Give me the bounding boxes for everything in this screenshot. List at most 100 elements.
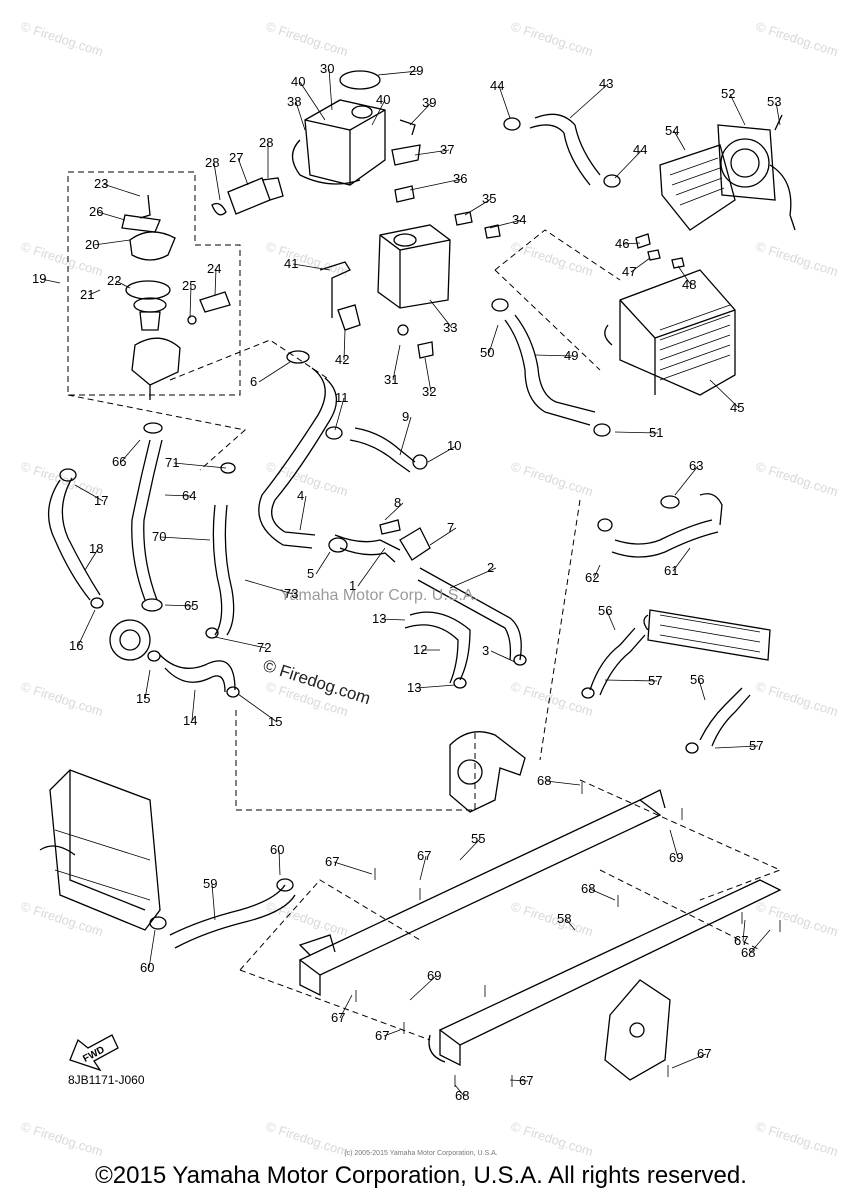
callout-51: 51 xyxy=(649,425,663,440)
callout-leader xyxy=(334,397,345,431)
callout-leader xyxy=(698,679,706,701)
callout-leader xyxy=(315,551,331,575)
callout-leader xyxy=(742,919,746,942)
callout-55: 55 xyxy=(471,831,485,846)
watermark-tile: © Firedog.com xyxy=(264,19,350,60)
callout-47: 47 xyxy=(622,264,636,279)
callout-leader xyxy=(409,178,463,191)
callout-2: 2 xyxy=(487,560,494,575)
watermark-tile: © Firedog.com xyxy=(264,239,350,280)
callout-leader xyxy=(77,609,96,647)
callout-1: 1 xyxy=(349,578,356,593)
callout-leader xyxy=(429,299,453,329)
callout-46: 46 xyxy=(615,236,629,251)
callout-leader xyxy=(164,604,194,607)
callout-leader xyxy=(490,650,516,663)
callout-leader xyxy=(292,263,331,271)
callout-57: 57 xyxy=(749,738,763,753)
callout-58: 58 xyxy=(557,911,571,926)
callout-57: 57 xyxy=(648,673,662,688)
callout-leader xyxy=(565,918,576,931)
callout-leader xyxy=(672,547,691,572)
callout-leader xyxy=(214,636,267,649)
water-pump-housing xyxy=(379,519,526,813)
secondary-cooler xyxy=(643,493,771,661)
callout-11: 11 xyxy=(335,390,349,405)
callout-56: 56 xyxy=(598,603,612,618)
callout-leader xyxy=(120,439,141,463)
callout-30: 30 xyxy=(320,61,334,76)
callout-67: 67 xyxy=(331,1010,345,1025)
callout-leader xyxy=(399,416,412,456)
callout-41: 41 xyxy=(284,256,298,271)
callout-18: 18 xyxy=(89,541,103,556)
callout-64: 64 xyxy=(182,488,196,503)
callout-leader xyxy=(244,579,294,595)
callout-15: 15 xyxy=(136,691,150,706)
callout-27: 27 xyxy=(229,150,243,165)
callout-leader xyxy=(673,130,686,151)
callout-13: 13 xyxy=(407,680,421,695)
group-outlines xyxy=(67,171,782,1041)
callout-69: 69 xyxy=(427,968,441,983)
callout-leader xyxy=(299,81,326,121)
callout-65: 65 xyxy=(184,598,198,613)
callout-leader xyxy=(534,354,574,357)
callout-6: 6 xyxy=(250,374,257,389)
callout-leader xyxy=(669,829,679,859)
fwd-arrow: FWD xyxy=(69,1034,119,1072)
callout-13: 13 xyxy=(372,611,386,626)
callout-24: 24 xyxy=(207,261,221,276)
callout-leader xyxy=(509,1079,529,1082)
callout-23: 23 xyxy=(94,176,108,191)
callout-leader xyxy=(258,361,291,383)
callout-19: 19 xyxy=(32,271,46,286)
callout-leader xyxy=(84,548,99,571)
callout-leader xyxy=(488,324,499,354)
callout-leader xyxy=(569,83,609,119)
fasteners xyxy=(355,782,781,1087)
callout-69: 69 xyxy=(669,850,683,865)
callout-71: 71 xyxy=(165,455,179,470)
callout-leader xyxy=(74,484,104,502)
callout-leader xyxy=(409,975,437,1001)
callout-leader xyxy=(614,149,643,179)
callout-38: 38 xyxy=(287,94,301,109)
callout-31: 31 xyxy=(384,372,398,387)
callout-45: 45 xyxy=(730,400,744,415)
callout-28: 28 xyxy=(205,155,219,170)
callout-leader xyxy=(383,1029,401,1037)
callout-52: 52 xyxy=(721,86,735,101)
callout-leader xyxy=(714,745,759,749)
callout-53: 53 xyxy=(767,94,781,109)
callout-leader xyxy=(415,684,456,689)
callout-leader xyxy=(449,567,497,589)
callout-leader xyxy=(214,268,217,296)
copyright-notice: ©2015 Yamaha Motor Corporation, U.S.A. A… xyxy=(95,1162,747,1189)
watermark-tile: © Firedog.com xyxy=(754,19,840,60)
watermark-tile: © Firedog.com xyxy=(509,239,595,280)
coolant-pipes xyxy=(298,789,782,1081)
callout-leader xyxy=(498,85,511,119)
callout-10: 10 xyxy=(447,438,461,453)
callout-leader xyxy=(454,1084,465,1097)
callout-leader xyxy=(213,162,221,201)
callout-70: 70 xyxy=(152,529,166,544)
callout-22: 22 xyxy=(107,273,121,288)
callout-36: 36 xyxy=(453,171,467,186)
callout-35: 35 xyxy=(482,191,496,206)
callout-34: 34 xyxy=(512,212,526,227)
watermark-yamaha: Yamaha Motor Corp. U.S.A. xyxy=(280,587,478,604)
diagram-code: 8JB1171-J060 xyxy=(68,1073,145,1087)
callout-7: 7 xyxy=(447,520,454,535)
callout-leader xyxy=(709,379,740,409)
radiator-fan-assembly xyxy=(604,114,796,396)
callout-26: 26 xyxy=(89,204,103,219)
callout-16: 16 xyxy=(69,638,83,653)
callout-leader xyxy=(614,431,659,434)
callout-40: 40 xyxy=(291,74,305,89)
callout-leader xyxy=(295,101,306,131)
callout-44: 44 xyxy=(633,142,647,157)
callout-leader xyxy=(424,357,432,393)
callout-60: 60 xyxy=(270,842,284,857)
